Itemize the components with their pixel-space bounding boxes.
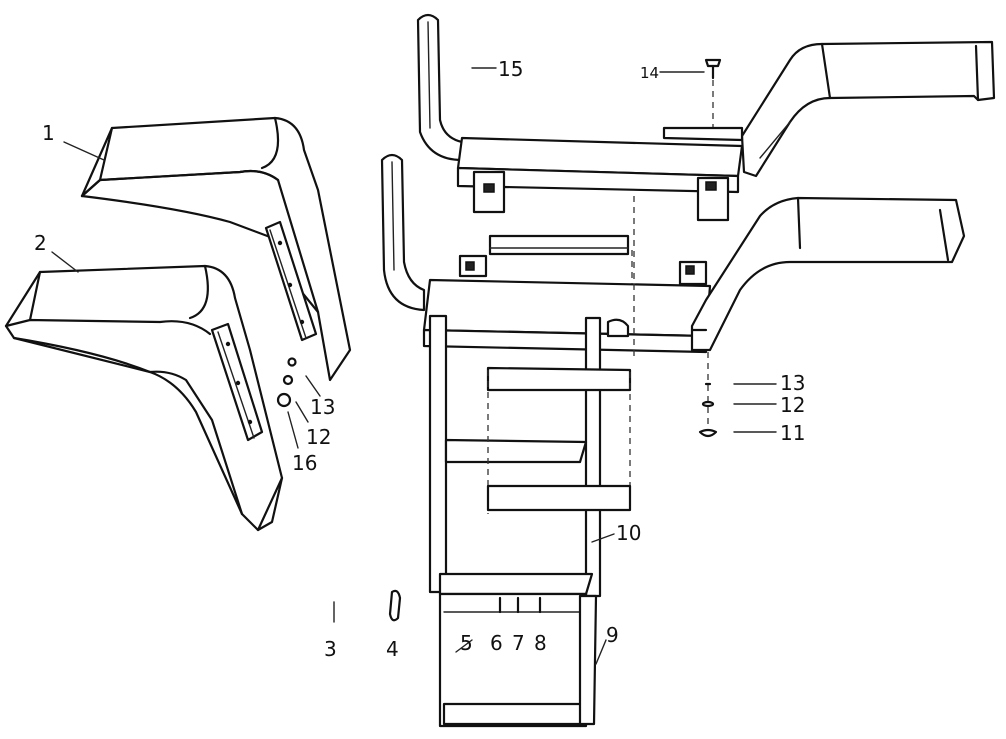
callout-12-left: 12 bbox=[306, 425, 331, 449]
leader-lines bbox=[51, 67, 777, 665]
callout-4: 4 bbox=[386, 637, 399, 661]
fender-panel-1 bbox=[80, 116, 352, 382]
callout-14: 14 bbox=[640, 64, 659, 82]
callout-16: 16 bbox=[292, 451, 317, 475]
rear-handrail-15 bbox=[416, 13, 744, 222]
callout-3: 3 bbox=[324, 637, 337, 661]
callout-11: 11 bbox=[780, 421, 805, 445]
ladder-assembly-10 bbox=[428, 314, 632, 728]
callout-5: 5 bbox=[460, 631, 473, 655]
callout-labels: 1 2 3 4 5 6 7 8 9 10 11 12 12 13 13 14 1… bbox=[34, 57, 805, 661]
clip-4 bbox=[388, 589, 402, 622]
callout-9: 9 bbox=[606, 623, 619, 647]
callout-8: 8 bbox=[534, 631, 547, 655]
callout-6: 6 bbox=[490, 631, 503, 655]
lower-side-bracket bbox=[690, 196, 966, 352]
front-handrail-frame bbox=[380, 153, 712, 360]
callout-13-left: 13 bbox=[310, 395, 335, 419]
bolt-14 bbox=[704, 58, 722, 138]
upper-side-bracket bbox=[662, 40, 996, 178]
callout-12-right: 12 bbox=[780, 393, 805, 417]
fender-panel-2 bbox=[4, 264, 297, 532]
callout-13-right: 13 bbox=[780, 371, 805, 395]
callout-15: 15 bbox=[498, 57, 523, 81]
washers-11-12-13 bbox=[698, 352, 718, 440]
callout-7: 7 bbox=[512, 631, 525, 655]
callout-2: 2 bbox=[34, 231, 47, 255]
callout-1: 1 bbox=[42, 121, 55, 145]
callout-10: 10 bbox=[616, 521, 641, 545]
